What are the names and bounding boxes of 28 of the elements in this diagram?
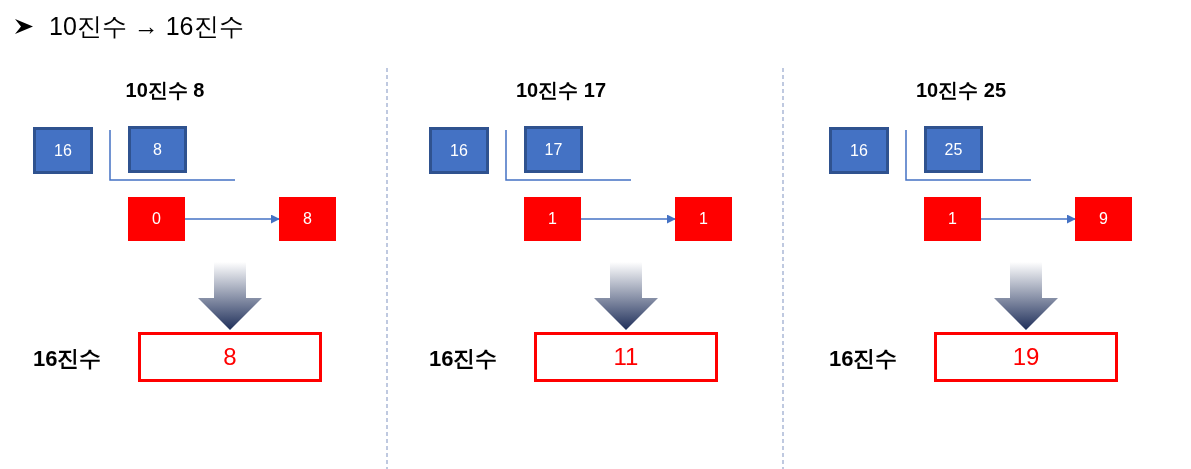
dividend-box: 8 <box>128 126 187 173</box>
remainder-box: 0 <box>128 197 185 241</box>
hex-digit-box: 8 <box>279 197 336 241</box>
dividend-box: 25 <box>924 126 983 173</box>
divisor-box: 16 <box>33 127 93 174</box>
hex-digit-box: 1 <box>675 197 732 241</box>
divisor-box: 16 <box>429 127 489 174</box>
arrow <box>980 214 1076 224</box>
divisor-box: 16 <box>829 127 889 174</box>
remainder-box: 1 <box>524 197 581 241</box>
block-arrow <box>198 262 262 330</box>
panel-heading: 10진수 25 <box>914 78 1008 103</box>
result-box: 19 <box>934 332 1118 382</box>
block-arrow <box>994 262 1058 330</box>
result-box: 8 <box>138 332 322 382</box>
result-box: 11 <box>534 332 718 382</box>
panel-heading: 10진수 17 <box>514 78 608 103</box>
block-arrow <box>594 262 658 330</box>
result-label: 16진수 <box>829 345 898 373</box>
dividend-box: 17 <box>524 126 583 173</box>
result-label: 16진수 <box>429 345 498 373</box>
result-label: 16진수 <box>33 345 102 373</box>
panel-heading: 10진수 8 <box>124 78 206 103</box>
remainder-box: 1 <box>924 197 981 241</box>
arrow <box>580 214 676 224</box>
hex-digit-box: 9 <box>1075 197 1132 241</box>
title: 10진수 → 16진수 <box>49 14 244 39</box>
arrow <box>184 214 280 224</box>
